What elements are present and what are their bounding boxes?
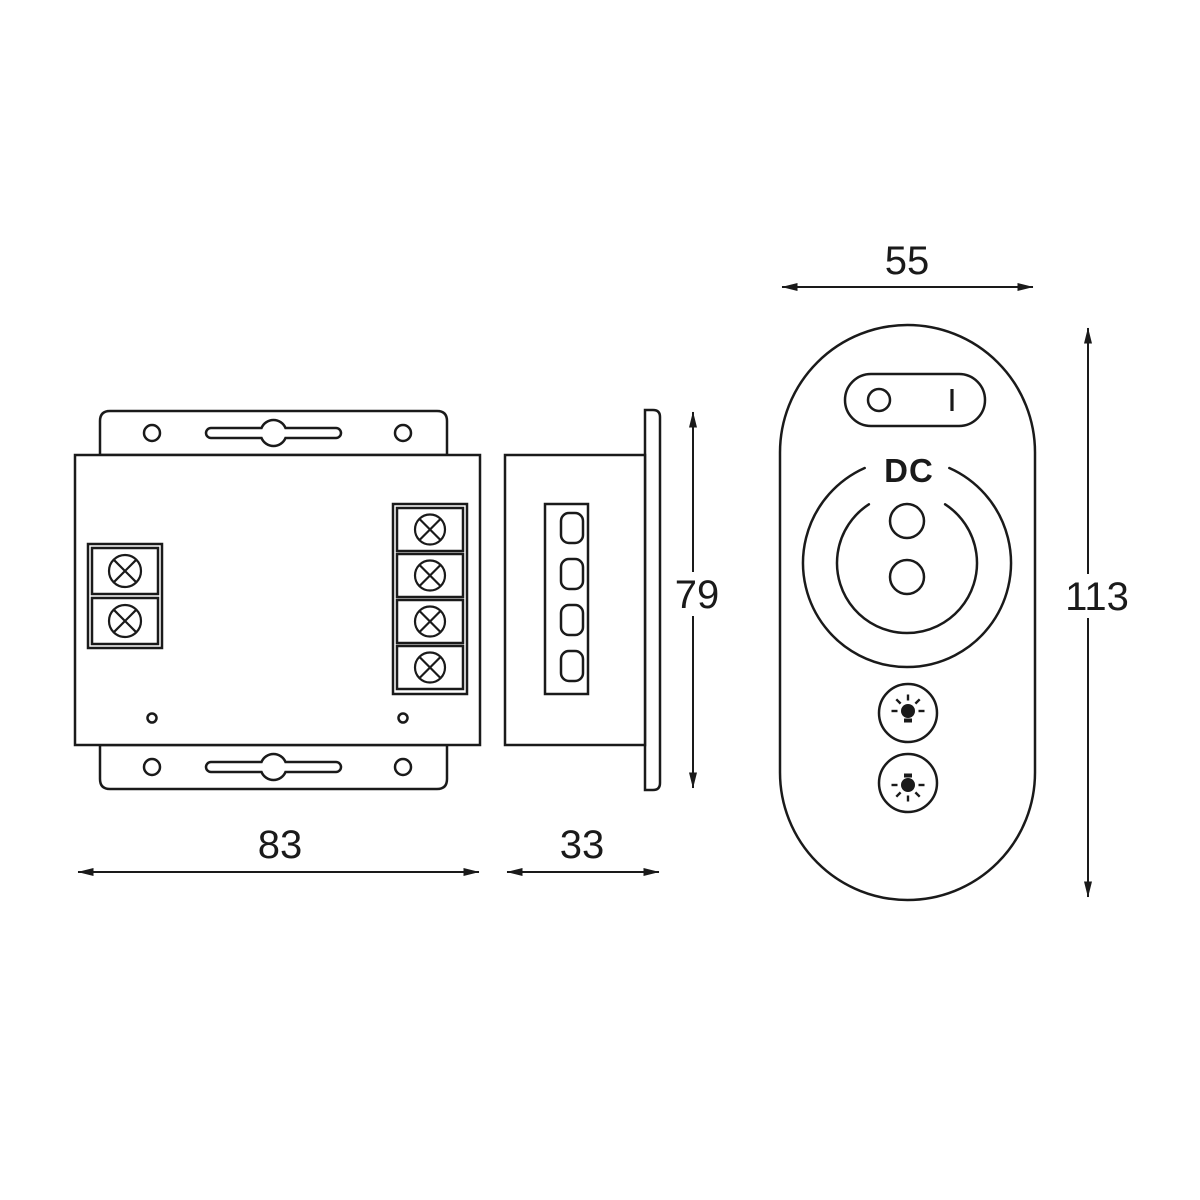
terminal-block-4pin bbox=[391, 502, 469, 696]
mounting-hole-icon bbox=[142, 423, 162, 443]
side-mounting-flange bbox=[643, 408, 662, 792]
dc-label: DC bbox=[884, 452, 934, 489]
screw-terminal-icon bbox=[413, 513, 447, 546]
terminal-block-2pin bbox=[86, 542, 164, 650]
mounting-slot-icon bbox=[204, 418, 343, 448]
bulb-rays-down-icon bbox=[891, 773, 925, 802]
brightness-up-button bbox=[877, 682, 939, 744]
mounting-holes-top bbox=[142, 418, 413, 448]
dim-controller-width-label: 83 bbox=[258, 823, 303, 867]
dimension-labels: 83 33 79 55 113 bbox=[258, 239, 1129, 867]
mounting-holes-bottom bbox=[142, 752, 413, 782]
dim-controller-height-label: 79 bbox=[675, 573, 720, 617]
screw-terminal-icon bbox=[107, 553, 143, 589]
dial-inner-ring bbox=[835, 503, 979, 635]
screw-terminal-icon bbox=[413, 605, 447, 638]
dim-controller-depth-label: 33 bbox=[560, 823, 605, 867]
screw-terminal-icon bbox=[413, 651, 447, 684]
terminal-block-side bbox=[543, 502, 590, 696]
terminal-profile-icon bbox=[559, 603, 585, 637]
dimension-lines bbox=[77, 283, 1143, 898]
dial-outer-ring bbox=[801, 466, 1013, 669]
mounting-hole-icon bbox=[393, 757, 413, 777]
controller-side-view bbox=[503, 408, 662, 792]
terminal-profile-icon bbox=[559, 511, 585, 545]
remote-body bbox=[778, 323, 1037, 902]
brightness-down-button bbox=[877, 752, 939, 814]
case-screw-hole-icon bbox=[146, 712, 158, 724]
mounting-slot-icon bbox=[204, 752, 343, 782]
mounting-tab-top bbox=[98, 409, 449, 457]
screw-terminal-icon bbox=[107, 603, 143, 639]
mounting-hole-icon bbox=[393, 423, 413, 443]
remote-front-view: DC bbox=[778, 323, 1037, 902]
dim-remote-height-label: 113 bbox=[1065, 575, 1129, 619]
terminal-profile-icon bbox=[559, 557, 585, 591]
terminal-profile-icon bbox=[559, 649, 585, 683]
screw-terminal-icon bbox=[413, 559, 447, 592]
dial-button-bottom bbox=[888, 558, 926, 596]
power-off-icon bbox=[866, 387, 892, 413]
dim-remote-width-label: 55 bbox=[885, 239, 930, 283]
dim-label-mask bbox=[669, 572, 725, 616]
mounting-tab-bottom bbox=[98, 743, 449, 791]
bulb-rays-up-icon bbox=[891, 694, 925, 723]
dim-label-mask bbox=[1051, 574, 1143, 618]
case-screw-hole-icon bbox=[397, 712, 409, 724]
mounting-hole-icon bbox=[142, 757, 162, 777]
touch-dial bbox=[801, 466, 1013, 669]
controller-front-view bbox=[73, 409, 482, 791]
power-switch bbox=[843, 372, 987, 428]
dial-button-top bbox=[888, 502, 926, 540]
